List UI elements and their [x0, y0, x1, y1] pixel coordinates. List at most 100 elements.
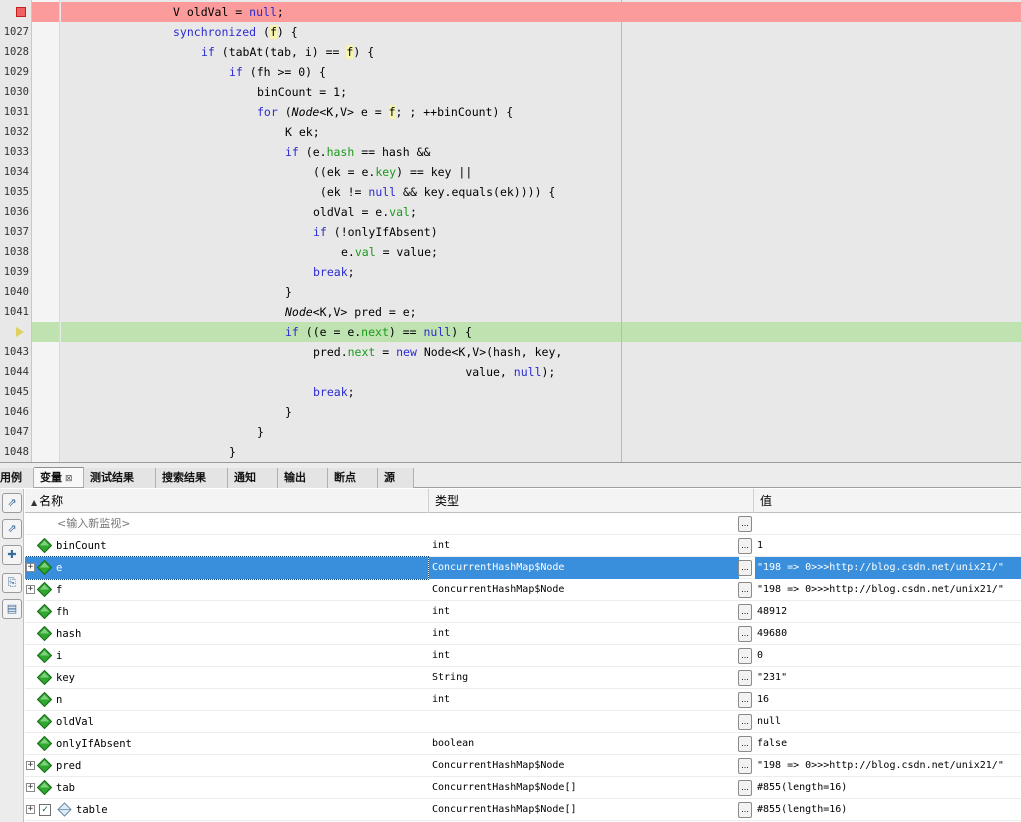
variable-value-cell[interactable]: "198 => 0>>>http://blog.csdn.net/unix21/… — [757, 584, 1004, 595]
edit-value-button[interactable]: ... — [738, 780, 752, 796]
line-number[interactable]: 1031 — [3, 106, 29, 118]
code-line[interactable]: (ek != null && key.equals(ek)))) { — [61, 182, 1021, 202]
table-row[interactable]: oldVal... null — [25, 711, 1021, 733]
code-line[interactable]: } — [61, 402, 1021, 422]
variable-name-cell[interactable]: key — [25, 667, 428, 689]
variable-value-cell[interactable]: 0 — [757, 650, 764, 661]
variable-name-cell[interactable]: +✓table — [25, 799, 428, 821]
new-watch-placeholder[interactable]: <输入新监视> — [57, 517, 131, 530]
variable-name-cell[interactable]: binCount — [25, 535, 428, 557]
new-watch-row[interactable]: <输入新监视>... — [25, 513, 1021, 535]
new-watch-cell[interactable]: <输入新监视> — [25, 513, 428, 535]
variable-value-cell[interactable]: false — [757, 738, 788, 749]
line-number[interactable]: 1046 — [3, 406, 29, 418]
tab-0[interactable]: 用例 — [0, 468, 34, 488]
line-number[interactable]: 1038 — [3, 246, 29, 258]
step-return-icon[interactable]: ⇗ — [2, 493, 22, 513]
variable-value-cell[interactable]: 49680 — [757, 628, 788, 639]
edit-value-button[interactable]: ... — [738, 648, 752, 664]
line-number[interactable]: 1030 — [3, 86, 29, 98]
variable-value-cell[interactable]: "231" — [757, 672, 788, 683]
line-number[interactable]: 1048 — [3, 446, 29, 458]
code-line[interactable]: } — [61, 282, 1021, 302]
code-line[interactable]: K ek; — [61, 122, 1021, 142]
variable-value-cell[interactable]: #855(length=16) — [757, 804, 848, 815]
code-line[interactable]: pred.next = new Node<K,V>(hash, key, — [61, 342, 1021, 362]
line-number[interactable]: 1035 — [3, 186, 29, 198]
code-line[interactable]: binCount = 1; — [61, 82, 1021, 102]
edit-value-button[interactable]: ... — [738, 582, 752, 598]
code-line[interactable]: Node<K,V> pred = e; — [61, 302, 1021, 322]
edit-value-button[interactable]: ... — [738, 692, 752, 708]
code-line[interactable]: e.val = value; — [61, 242, 1021, 262]
code-line[interactable]: break; — [61, 262, 1021, 282]
variable-name-cell[interactable]: onlyIfAbsent — [25, 733, 428, 755]
code-line[interactable]: oldVal = e.val; — [61, 202, 1021, 222]
line-number[interactable]: 1037 — [3, 226, 29, 238]
variable-name-cell[interactable]: hash — [25, 623, 428, 645]
column-header-name[interactable]: ▲名称 — [25, 489, 429, 513]
variable-name-cell[interactable]: +pred — [25, 755, 428, 777]
code-line[interactable]: if ((e = e.next) == null) { — [61, 322, 1021, 342]
watch-checkbox[interactable]: ✓ — [39, 804, 51, 816]
line-number[interactable]: 1041 — [3, 306, 29, 318]
code-line[interactable]: } — [61, 442, 1021, 462]
code-line[interactable]: if (!onlyIfAbsent) — [61, 222, 1021, 242]
tab-7[interactable]: 源 — [378, 468, 414, 488]
edit-value-button[interactable]: ... — [738, 714, 752, 730]
expand-plus-icon[interactable]: + — [26, 584, 35, 594]
line-number[interactable]: 1044 — [3, 366, 29, 378]
code-line[interactable]: synchronized (f) { — [61, 22, 1021, 42]
edit-value-button[interactable]: ... — [738, 560, 752, 576]
program-counter-arrow-icon[interactable] — [16, 327, 24, 337]
code-line[interactable]: } — [61, 422, 1021, 442]
variable-name-cell[interactable]: +tab — [25, 777, 428, 799]
variable-name-cell[interactable]: n — [25, 689, 428, 711]
code-line[interactable]: if (e.hash == hash && — [61, 142, 1021, 162]
edit-value-button[interactable]: ... — [738, 604, 752, 620]
code-line[interactable]: V oldVal = null; — [61, 2, 1021, 22]
variable-value-cell[interactable]: 1 — [757, 540, 764, 551]
line-number[interactable]: 1028 — [3, 46, 29, 58]
edit-value-button[interactable]: ... — [738, 670, 752, 686]
variable-value-cell[interactable]: "198 => 0>>>http://blog.csdn.net/unix21/… — [755, 557, 1021, 579]
line-number[interactable]: 1039 — [3, 266, 29, 278]
edit-value-button[interactable]: ... — [738, 538, 752, 554]
column-header-type[interactable]: 类型 — [429, 489, 754, 513]
line-number[interactable]: 1032 — [3, 126, 29, 138]
line-number[interactable]: 1033 — [3, 146, 29, 158]
variable-value-cell[interactable]: "198 => 0>>>http://blog.csdn.net/unix21/… — [757, 760, 1004, 771]
edit-value-button[interactable]: ... — [738, 758, 752, 774]
expand-plus-icon[interactable]: + — [26, 760, 35, 770]
code-line[interactable]: for (Node<K,V> e = f; ; ++binCount) { — [61, 102, 1021, 122]
edit-value-button[interactable]: ... — [738, 736, 752, 752]
tab-2[interactable]: 测试结果 — [84, 468, 156, 488]
code-line[interactable]: if (fh >= 0) { — [61, 62, 1021, 82]
line-number[interactable]: 1047 — [3, 426, 29, 438]
variable-name-cell[interactable]: oldVal — [25, 711, 428, 733]
tab-5[interactable]: 输出 — [278, 468, 328, 488]
code-line[interactable]: ((ek = e.key) == key || — [61, 162, 1021, 182]
close-tab-icon[interactable]: ⊠ — [65, 474, 73, 484]
step-frame-icon[interactable]: ⇗ — [2, 519, 22, 539]
line-number[interactable]: 1036 — [3, 206, 29, 218]
export-icon[interactable]: ▤ — [2, 599, 22, 619]
tab-4[interactable]: 通知 — [228, 468, 278, 488]
edit-value-button[interactable]: ... — [738, 626, 752, 642]
variable-value-cell[interactable]: #855(length=16) — [757, 782, 848, 793]
variable-name-cell[interactable]: +e — [25, 556, 429, 580]
line-number[interactable]: 1040 — [3, 286, 29, 298]
tab-6[interactable]: 断点 — [328, 468, 378, 488]
variable-value-cell[interactable]: null — [757, 716, 782, 727]
breakpoint-icon[interactable] — [16, 7, 26, 17]
edit-value-button[interactable]: ... — [738, 516, 752, 532]
